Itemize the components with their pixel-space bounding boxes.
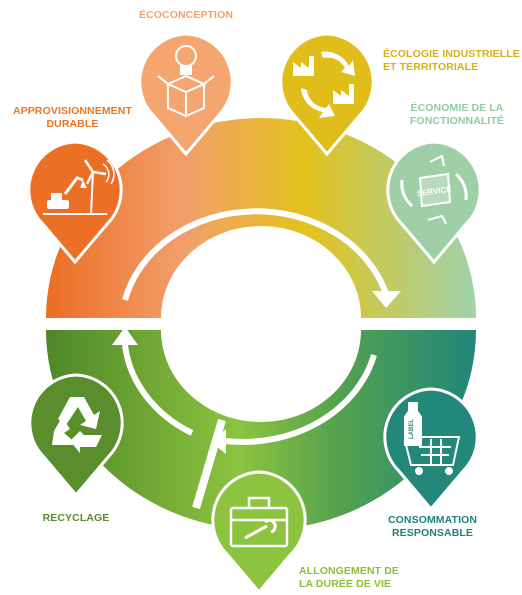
label-consommation: CONSOMMATION RESPONSABLE	[370, 514, 495, 540]
arrow-top-head	[372, 291, 401, 308]
label-ecoconception-line-1: ÉCOCONCEPTION	[138, 9, 234, 21]
ring-bottom-half	[46, 330, 476, 530]
ring-gap	[192, 418, 226, 510]
label-economie-line-1: ÉCONOMIE DE LA	[410, 102, 504, 114]
arrow-left	[122, 344, 194, 436]
ring-top-half	[46, 118, 476, 318]
label-consommation-line-2: RESPONSABLE	[391, 527, 474, 539]
label-approvisionnement-line-2: DURABLE	[46, 118, 99, 130]
toolbox-wrench-icon	[229, 496, 289, 548]
label-recyclage: RECYCLAGE	[20, 512, 132, 525]
pin-allongement	[211, 470, 307, 595]
label-ecologie-line-1: ÉCOLOGIE INDUSTRIELLE	[383, 48, 520, 60]
factories-cycle-icon	[293, 51, 355, 118]
label-ecoconception: ÉCOCONCEPTION	[130, 9, 242, 22]
label-economie: ÉCONOMIE DE LA FONCTIONNALITÉ	[392, 102, 522, 128]
arrow-bottom	[225, 354, 377, 445]
label-consommation-line-1: CONSOMMATION	[387, 514, 478, 526]
label-allongement-line-1: ALLONGEMENT DE	[299, 565, 399, 577]
service-exchange-icon	[400, 154, 468, 225]
label-ecologie-line-2: ET TERRITORIALE	[383, 61, 479, 73]
label-icon-text: LABEL	[409, 419, 415, 439]
label-allongement: ALLONGEMENT DE LA DURÉE DE VIE	[299, 565, 429, 591]
pin-approvisionnement	[27, 140, 123, 265]
bulb-in-box-icon	[157, 45, 215, 118]
label-ecologie: ÉCOLOGIE INDUSTRIELLE ET TERRITORIALE	[383, 48, 522, 74]
recycle-icon	[52, 397, 102, 453]
label-economie-line-2: FONCTIONNALITÉ	[409, 115, 505, 127]
label-approvisionnement-line-1: APPROVISIONNEMENT	[13, 105, 132, 117]
pin-consommation: LABEL	[383, 387, 479, 512]
label-approvisionnement: APPROVISIONNEMENT DURABLE	[0, 105, 145, 131]
bottle-cart-icon	[403, 402, 461, 475]
pin-ecologie	[279, 32, 375, 157]
arrow-top	[122, 208, 389, 301]
pin-recyclage	[28, 373, 124, 498]
pin-ecoconception	[138, 32, 234, 157]
excavator-wind-turbine-icon	[43, 159, 115, 215]
label-recyclage-line-1: RECYCLAGE	[42, 512, 110, 524]
pin-economie: SERVICE	[386, 140, 482, 265]
arrow-left-head	[112, 327, 138, 345]
label-allongement-line-2: LA DURÉE DE VIE	[299, 578, 392, 590]
